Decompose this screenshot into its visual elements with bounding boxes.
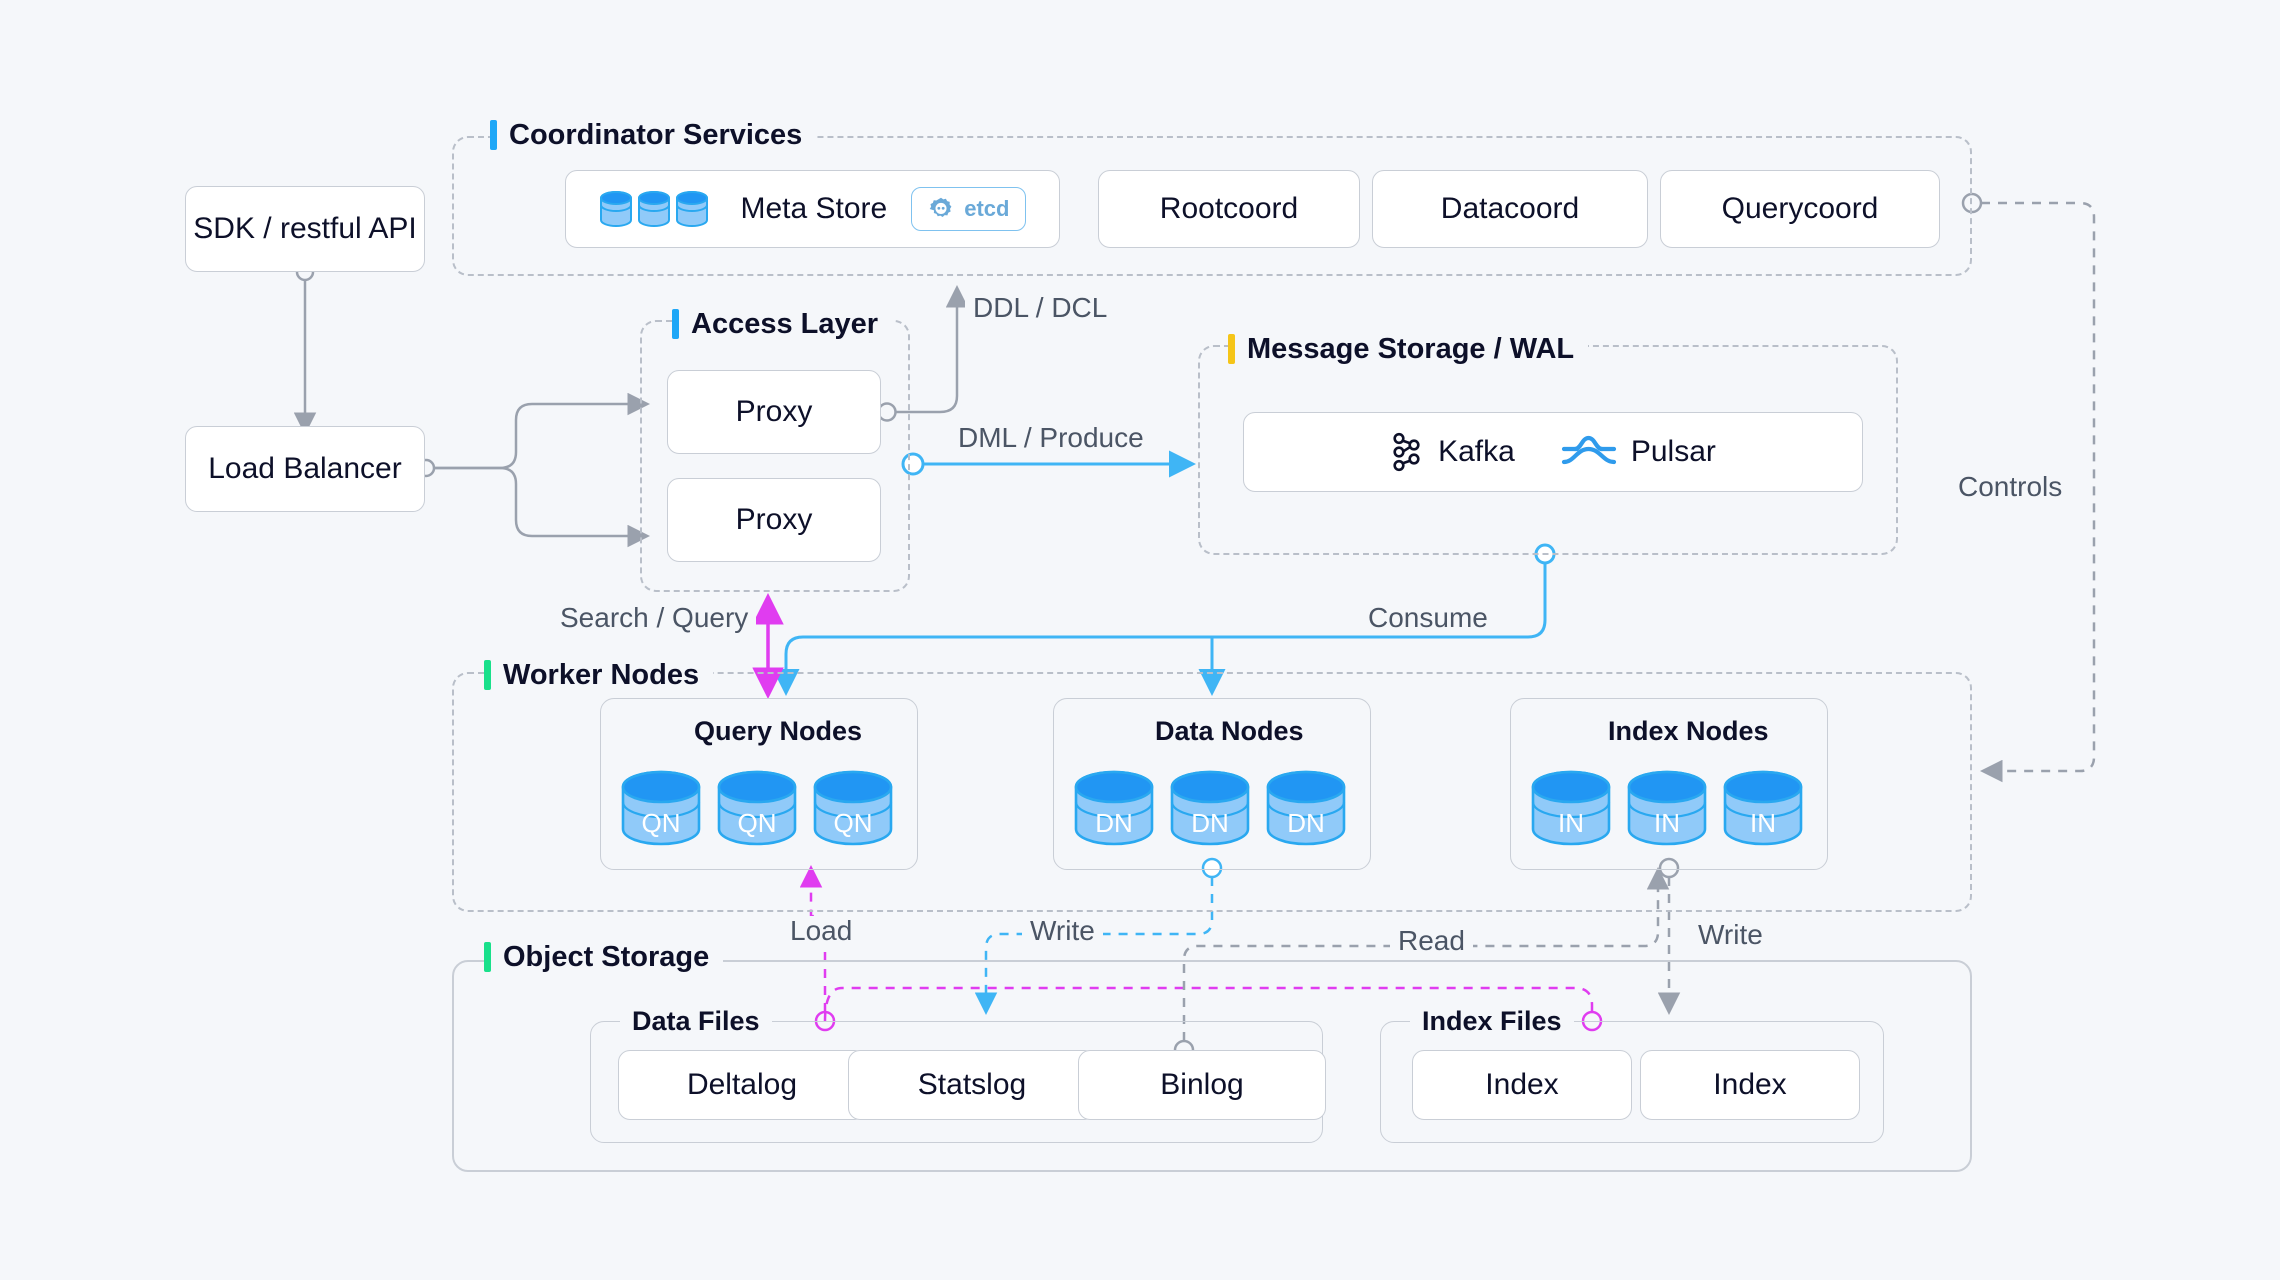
pulsar-icon (1561, 435, 1616, 465)
wire-write-index-nodes (1657, 857, 1681, 1015)
query-node-cylinder[interactable]: QN (812, 770, 894, 846)
dml-produce-label: DML / Produce (950, 422, 1152, 454)
index-label: Index (1713, 1068, 1787, 1101)
controls-label: Controls (1950, 471, 2071, 503)
wire-consume (772, 543, 1556, 696)
data-nodes-title: Data Nodes (1155, 716, 1304, 746)
three-cylinders-icon (599, 191, 708, 227)
data-nodes-cluster[interactable] (1053, 698, 1371, 870)
sdk-restful-api-box[interactable]: SDK / restful API (185, 186, 425, 272)
etcd-gear-icon (929, 197, 952, 218)
access-layer-accent-bar (672, 309, 679, 339)
object-storage-title: Object Storage (484, 942, 724, 972)
statslog-label: Statslog (917, 1068, 1027, 1101)
write-left-label: Write (1022, 915, 1103, 947)
worker-nodes-group (452, 672, 1972, 912)
wire-load-balancer-to-proxies (416, 392, 650, 548)
worker-nodes-title: Worker Nodes (484, 660, 714, 690)
wire-controls (1961, 192, 2096, 783)
query-nodes-cluster[interactable] (600, 698, 918, 870)
querycoord-label: Querycoord (1721, 192, 1879, 225)
worker-nodes-accent-bar (484, 660, 491, 690)
access-layer-title: Access Layer (672, 309, 893, 339)
datacoord-box[interactable]: Datacoord (1372, 170, 1648, 248)
proxy-box-2[interactable]: Proxy (667, 478, 881, 562)
data-files-title: Data Files (620, 1008, 772, 1035)
index-node-cylinder[interactable]: IN (1530, 770, 1612, 846)
consume-label: Consume (1360, 602, 1496, 634)
ddl-dcl-label: DDL / DCL (965, 292, 1116, 324)
data-node-cylinder[interactable]: DN (1169, 770, 1251, 846)
proxy-box-1[interactable]: Proxy (667, 370, 881, 454)
etcd-label: etcd (964, 196, 1010, 221)
svg-text:DN: DN (1095, 808, 1133, 838)
wire-sdk-to-load-balancer (293, 262, 317, 435)
index-nodes-cluster[interactable] (1510, 698, 1828, 870)
deltalog-label: Deltalog (686, 1068, 798, 1101)
query-nodes-title: Query Nodes (694, 716, 863, 746)
search-query-label: Search / Query (552, 602, 757, 634)
pulsar-item[interactable]: Pulsar (1561, 432, 1716, 472)
meta-store-box[interactable]: Meta Store etcd (565, 170, 1060, 248)
svg-text:QN: QN (738, 808, 777, 838)
coordinator-accent-bar (490, 120, 497, 150)
wire-write-data-nodes (974, 857, 1223, 1015)
message-storage-title: Message Storage / WAL (1228, 334, 1589, 364)
svg-text:DN: DN (1191, 808, 1229, 838)
data-node-cylinder[interactable]: DN (1073, 770, 1155, 846)
datacoord-label: Datacoord (1440, 192, 1580, 225)
index-node-cylinder[interactable]: IN (1722, 770, 1804, 846)
pulsar-label: Pulsar (1630, 435, 1716, 468)
svg-text:QN: QN (834, 808, 873, 838)
query-nodes-row: QN QN QN (620, 770, 894, 846)
coordinator-services-title: Coordinator Services (490, 120, 817, 150)
sdk-label: SDK / restful API (193, 212, 417, 245)
svg-text:IN: IN (1558, 808, 1584, 838)
index-file-box-1[interactable]: Index (1412, 1050, 1632, 1120)
load-label: Load (782, 915, 861, 947)
svg-text:IN: IN (1654, 808, 1680, 838)
index-label: Index (1485, 1068, 1559, 1101)
object-storage-accent-bar (484, 942, 491, 972)
etcd-badge[interactable]: etcd (911, 187, 1027, 231)
svg-text:DN: DN (1287, 808, 1325, 838)
index-files-title: Index Files (1410, 1008, 1574, 1035)
index-nodes-row: IN IN IN (1530, 770, 1804, 846)
query-node-cylinder[interactable]: QN (716, 770, 798, 846)
statslog-box[interactable]: Statslog (848, 1050, 1096, 1120)
svg-text:QN: QN (642, 808, 681, 838)
coordinator-services-group (452, 136, 1972, 276)
deltalog-box[interactable]: Deltalog (618, 1050, 866, 1120)
index-file-box-2[interactable]: Index (1640, 1050, 1860, 1120)
binlog-box[interactable]: Binlog (1078, 1050, 1326, 1120)
proxy-label: Proxy (735, 503, 813, 536)
wire-dml-produce (901, 450, 1196, 478)
kafka-item[interactable]: Kafka (1390, 432, 1515, 472)
wire-ddl-dcl (877, 285, 969, 422)
querycoord-box[interactable]: Querycoord (1660, 170, 1940, 248)
binlog-label: Binlog (1160, 1068, 1244, 1101)
kafka-icon (1393, 432, 1420, 472)
broker-card[interactable]: Kafka Pulsar (1243, 412, 1863, 492)
load-balancer-box[interactable]: Load Balancer (185, 426, 425, 512)
index-node-cylinder[interactable]: IN (1626, 770, 1708, 846)
object-storage-group (452, 960, 1972, 1172)
query-node-cylinder[interactable]: QN (620, 770, 702, 846)
data-nodes-row: DN DN DN (1073, 770, 1347, 846)
load-balancer-label: Load Balancer (208, 452, 402, 485)
message-storage-accent-bar (1228, 334, 1235, 364)
proxy-label: Proxy (735, 395, 813, 428)
kafka-label: Kafka (1438, 435, 1515, 468)
write-right-label: Write (1690, 919, 1771, 951)
meta-store-label: Meta Store (740, 192, 888, 225)
svg-text:IN: IN (1750, 808, 1776, 838)
read-label: Read (1390, 925, 1473, 957)
index-nodes-title: Index Nodes (1608, 716, 1769, 746)
rootcoord-label: Rootcoord (1159, 192, 1299, 225)
rootcoord-box[interactable]: Rootcoord (1098, 170, 1360, 248)
data-node-cylinder[interactable]: DN (1265, 770, 1347, 846)
index-files-group (1380, 1021, 1884, 1143)
